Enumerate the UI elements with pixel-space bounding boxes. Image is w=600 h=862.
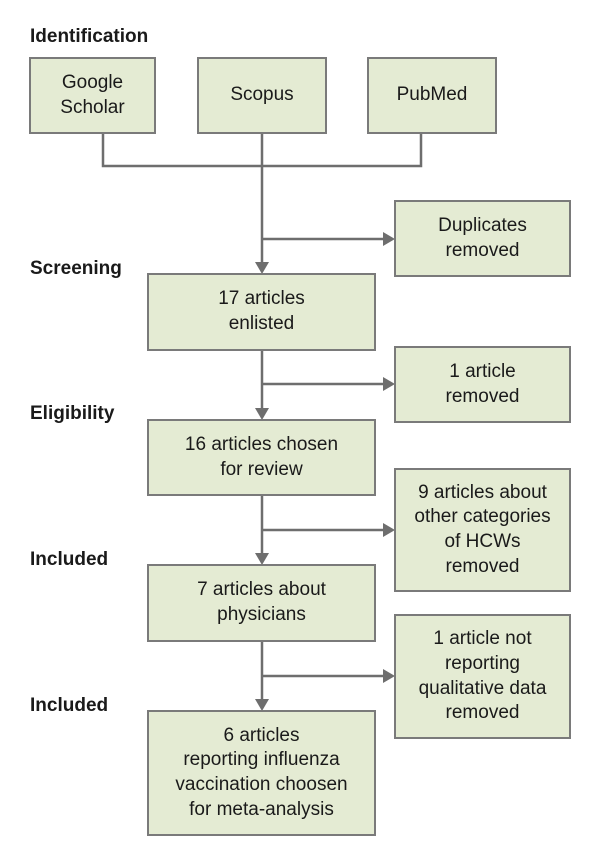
arrowhead-to-not-qualitative xyxy=(383,669,395,683)
arrowhead-to-enlisted xyxy=(255,262,269,274)
chosen-for-review-box: 16 articles chosen for review xyxy=(147,419,376,496)
other-hcws-removed-box: 9 articles about other categories of HCW… xyxy=(394,468,571,592)
source-pubmed-box: PubMed xyxy=(367,57,497,134)
source-scopus-box: Scopus xyxy=(197,57,327,134)
arrowhead-to-chosen xyxy=(255,408,269,420)
stage-label-included: Included xyxy=(30,549,109,570)
not-qualitative-removed-box: 1 article not reporting qualitative data… xyxy=(394,614,571,739)
stage-label-screening: Screening xyxy=(30,258,122,279)
final-meta-analysis-box: 6 articles reporting influenza vaccinati… xyxy=(147,710,376,836)
physicians-box: 7 articles about physicians xyxy=(147,564,376,642)
enlisted-box: 17 articles enlisted xyxy=(147,273,376,351)
stage-label-included-final: Included xyxy=(30,695,109,716)
arrowhead-to-duplicates xyxy=(383,232,395,246)
source-google-scholar-box: Google Scholar xyxy=(29,57,156,134)
arrowhead-to-physicians xyxy=(255,553,269,565)
stage-label-eligibility: Eligibility xyxy=(30,403,115,424)
arrowhead-to-other-hcws xyxy=(383,523,395,537)
one-article-removed-box: 1 article removed xyxy=(394,346,571,423)
arrowhead-to-one-removed xyxy=(383,377,395,391)
duplicates-removed-box: Duplicates removed xyxy=(394,200,571,277)
arrowhead-to-final xyxy=(255,699,269,711)
stage-label-identification: Identification xyxy=(30,26,149,47)
